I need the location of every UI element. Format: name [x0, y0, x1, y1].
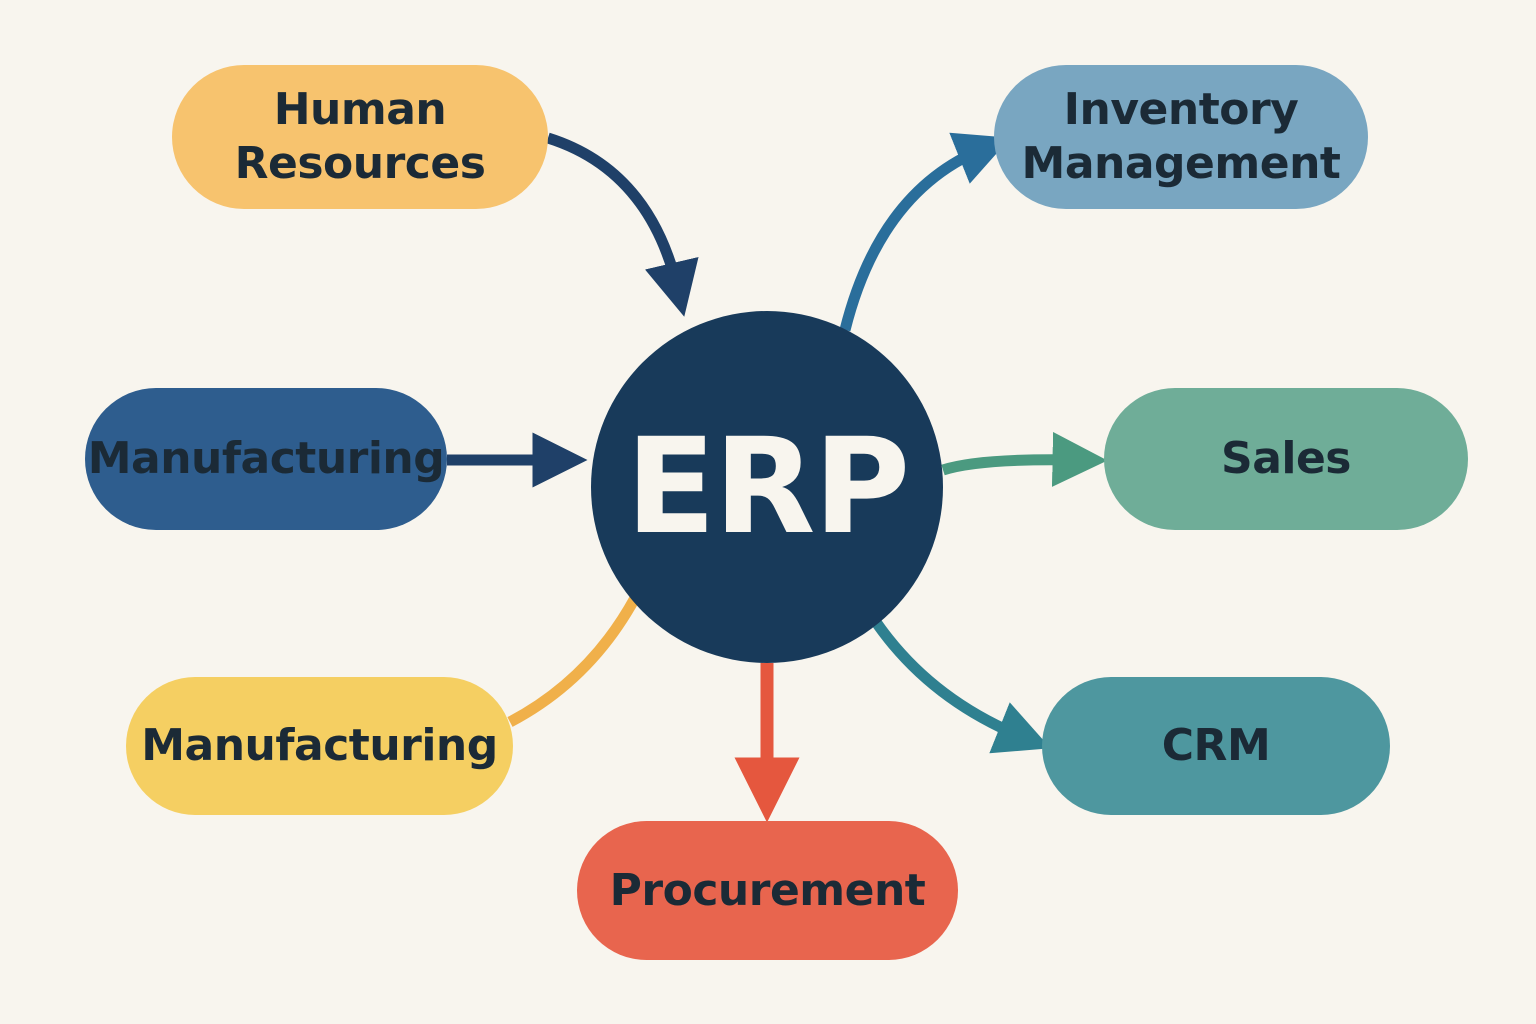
arrow-erp-to-sales: [941, 431, 1108, 487]
module-human-resources: Human Resources: [172, 65, 548, 209]
erp-hub: ERP: [591, 311, 943, 663]
module-sales: Sales: [1104, 388, 1468, 530]
module-label: Procurement: [609, 864, 926, 916]
module-label: Manufacturing: [87, 433, 445, 484]
module-label: CRM: [1161, 720, 1271, 771]
module-label: Manufacturing: [141, 720, 498, 771]
module-manufacturing-yellow: Manufacturing: [126, 677, 513, 815]
module-label: Inventory Management: [1021, 84, 1341, 189]
module-inventory-management: Inventory Management: [994, 65, 1368, 209]
module-procurement: Procurement: [577, 821, 958, 960]
module-crm: CRM: [1042, 677, 1390, 815]
module-label: Sales: [1221, 433, 1352, 484]
erp-hub-label: ERP: [625, 410, 911, 564]
link-manufacturing-yellow-erp: [507, 595, 640, 727]
arrow-erp-to-crm: [871, 618, 1051, 754]
module-manufacturing-blue: Manufacturing: [85, 388, 447, 530]
arrow-erp-to-inventory: [839, 132, 1011, 332]
module-label: Human Resources: [234, 84, 486, 189]
arrow-hr-to-erp: [546, 132, 699, 317]
